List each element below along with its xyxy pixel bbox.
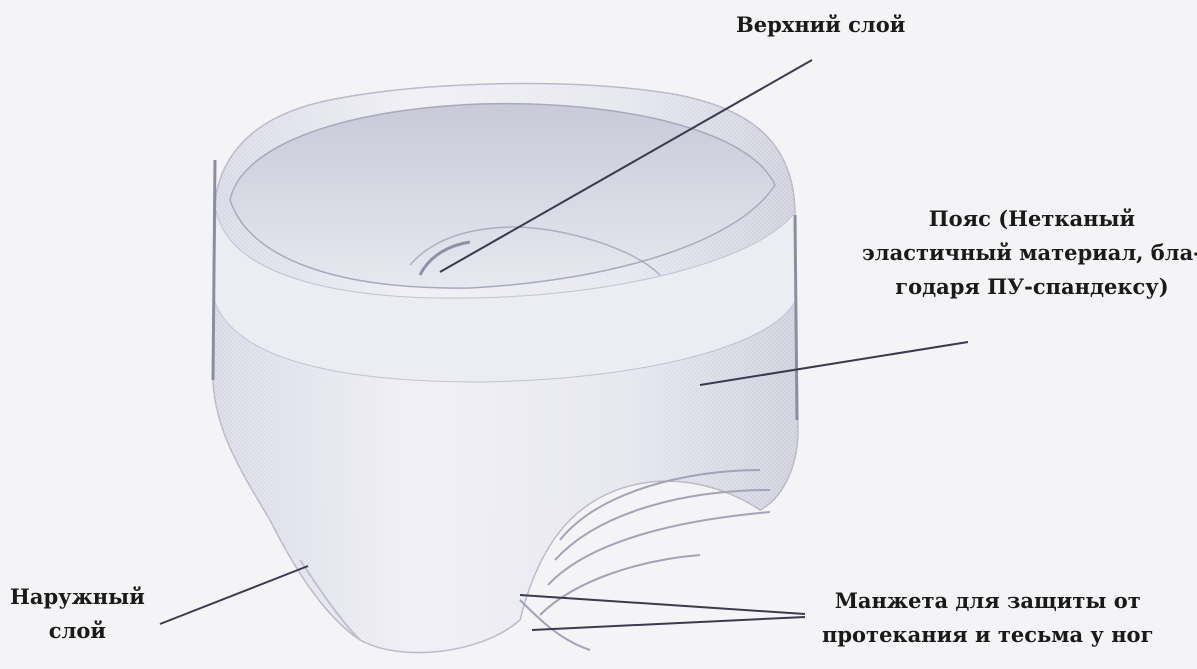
label-outer-layer-line-1: Наружный <box>10 580 145 614</box>
label-belt-line-3: годаря ПУ-спандексу) <box>862 270 1197 304</box>
label-cuff-line-2: протекания и тесьма у ног <box>822 618 1153 652</box>
label-outer-layer: Наружный слой <box>10 580 145 648</box>
label-cuff-line-1: Манжета для защиты от <box>822 584 1153 618</box>
leader-outer-layer <box>160 566 308 624</box>
label-belt-line-2: эластичный материал, бла- <box>862 236 1197 270</box>
label-belt-line-1: Пояс (Нетканый <box>862 202 1197 236</box>
label-top-layer-line-1: Верхний слой <box>736 8 905 42</box>
label-cuff: Манжета для защиты от протекания и тесьм… <box>822 584 1153 652</box>
label-belt: Пояс (Нетканый эластичный материал, бла-… <box>862 202 1197 304</box>
label-outer-layer-line-2: слой <box>10 614 145 648</box>
leader-cuff-1 <box>520 595 805 614</box>
label-top-layer: Верхний слой <box>736 8 905 42</box>
leader-cuff-2 <box>532 617 805 630</box>
